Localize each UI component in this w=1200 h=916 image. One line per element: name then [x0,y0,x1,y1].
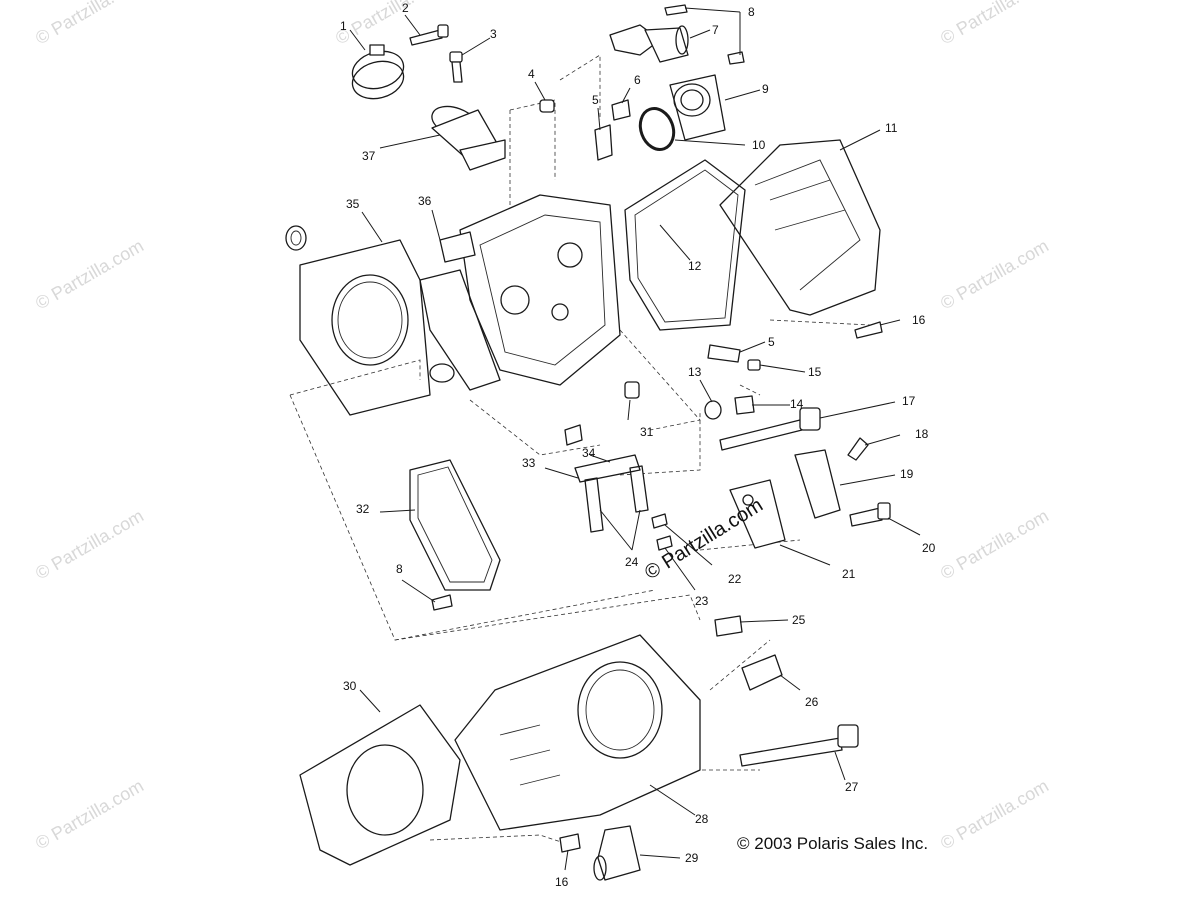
copyright-notice: © 2003 Polaris Sales Inc. [737,834,928,853]
part-seal-35 [285,225,307,251]
part-dowel-31 [624,381,640,399]
watermark: © Partzilla.com [32,0,147,48]
callout-36: 36 [418,194,432,208]
part-bolt-33 [564,424,583,446]
callout-35: 35 [346,197,360,211]
callout-9: 9 [762,82,769,96]
callout-14: 14 [790,397,804,411]
part-bolt-16b [559,833,581,853]
callout-10: 10 [752,138,766,152]
watermark: © Partzilla.com [32,775,147,853]
part-valve-cover-11 [719,139,881,316]
part-bolt-18 [847,437,869,461]
part-seal-lower [429,363,455,383]
leader-lines [349,7,921,871]
watermark: © Partzilla.com [937,775,1052,853]
part-bolt-3 [449,51,463,83]
callout-16b: 16 [555,875,569,889]
callout-17: 17 [902,394,916,408]
part-bolt-8b [431,594,453,611]
callout-37: 37 [362,149,376,163]
part-intake-boot [431,105,506,171]
callout-7: 7 [712,23,719,37]
callout-32: 32 [356,502,370,516]
callout-6: 6 [634,73,641,87]
part-gasket-30 [299,704,461,866]
callout-28: 28 [695,812,709,826]
part-dowel-4 [539,99,555,113]
part-gasket-12 [624,159,746,331]
watermark: © Partzilla.com [937,505,1052,583]
part-clip-23 [656,535,673,551]
part-bolt-16 [854,321,883,339]
callout-labels: 1 2 3 4 5 6 7 8 9 10 11 12 13 14 15 16 1… [340,1,936,889]
part-seal-6 [611,99,631,121]
part-cylinder-28 [454,634,701,831]
watermark: © Partzilla.com [32,235,147,313]
callout-25: 25 [792,613,806,627]
part-sleeve-5 [594,124,613,161]
callout-21: 21 [842,567,856,581]
callout-26: 26 [805,695,819,709]
part-washer-13 [704,400,722,420]
part-clip-22 [651,513,668,529]
part-gasket-32 [409,459,501,591]
part-oring-10 [638,107,676,151]
part-stud-17 [719,407,821,451]
part-nut-15 [747,359,761,371]
callout-27: 27 [845,780,859,794]
watermark: © Partzilla.com [937,235,1052,313]
callout-34: 34 [582,446,596,460]
callout-12: 12 [688,259,702,273]
part-springs-24 [584,465,649,533]
callout-31: 31 [640,425,654,439]
callout-11: 11 [885,121,898,135]
watermark: © Partzilla.com [937,0,1052,48]
callout-1: 1 [340,19,347,33]
part-elbow-29 [593,825,641,881]
callout-13: 13 [688,365,702,379]
callout-19: 19 [900,467,914,481]
part-bolt-20 [849,502,891,527]
part-housing-9 [669,74,726,141]
callout-8b: 8 [396,562,403,576]
callout-18: 18 [915,427,929,441]
part-plug-14 [734,395,755,415]
callout-20: 20 [922,541,936,555]
part-cylinder-head [439,194,621,386]
callout-22: 22 [728,572,742,586]
callout-30: 30 [343,679,357,693]
callout-29: 29 [685,851,699,865]
callout-15: 15 [808,365,822,379]
callout-16: 16 [912,313,926,327]
part-sleeve-5b [707,344,741,363]
part-screw-2 [409,24,449,46]
callout-3: 3 [490,27,497,41]
callout-33: 33 [522,456,536,470]
part-bracket-21 [729,479,786,549]
callout-24: 24 [625,555,639,569]
callout-23: 23 [695,594,709,608]
callout-5b: 5 [768,335,775,349]
callout-4: 4 [528,67,535,81]
callout-5: 5 [592,93,599,107]
callout-2: 2 [402,1,409,15]
part-elbow-7 [609,24,689,63]
part-spring-26 [741,654,783,691]
part-head-gasket-35 [299,239,431,416]
part-clamp [351,44,405,100]
part-bracket-19 [794,449,841,519]
part-dowel-25 [714,615,743,637]
callout-8: 8 [748,5,755,19]
watermark: © Partzilla.com [32,505,147,583]
part-inner-gasket [419,269,501,391]
part-stud-27 [739,724,859,767]
part-gasket-34 [574,454,641,483]
